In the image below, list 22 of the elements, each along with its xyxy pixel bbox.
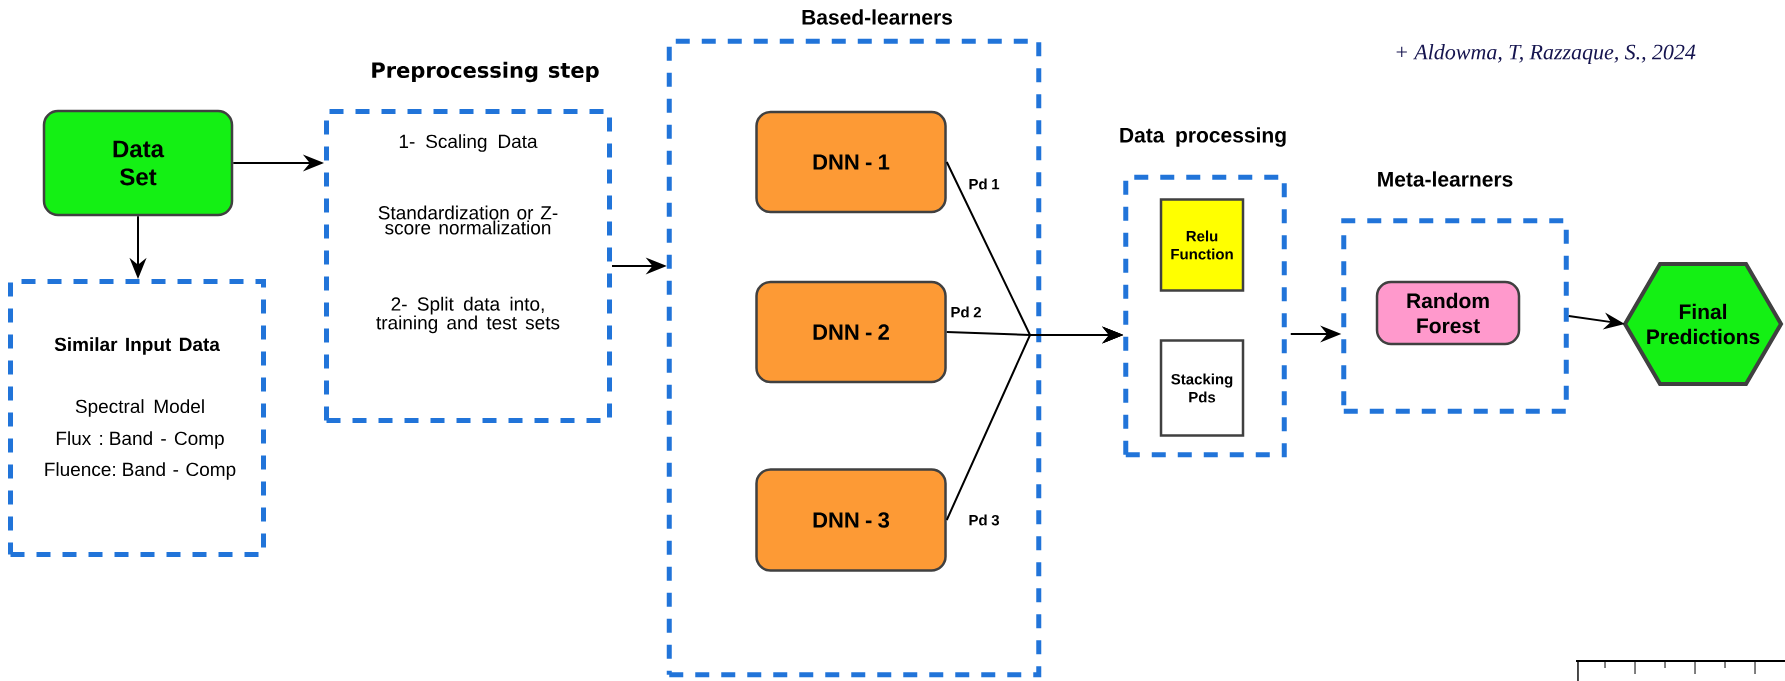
group-heading: Meta-learners xyxy=(1378,171,1513,187)
box-text: Standardization or Z-score normalization xyxy=(378,205,558,235)
box-text: 2- Split data into, training and test sets xyxy=(376,296,560,334)
group-heading: Based-learners xyxy=(802,9,952,25)
process-box: Data Set xyxy=(42,109,234,217)
box-text: 1- Scaling Data xyxy=(399,134,538,152)
box-heading: Similar Input Data xyxy=(54,337,220,355)
box-text: Fluence: Band - Comp xyxy=(45,462,236,480)
box-text: Flux : Band - Comp xyxy=(56,431,224,449)
edge-label: Pd 1 xyxy=(967,177,1001,191)
process-box: Relu Function xyxy=(1159,198,1245,292)
box-text: Spectral Model xyxy=(75,399,204,417)
process-box: DNN - 3 xyxy=(755,468,947,572)
citation-text: + Aldowma, T, Razzaque, S., 2024 xyxy=(1396,44,1696,64)
group-heading: Preprocessing step xyxy=(372,61,599,83)
process-box: Stacking Pds xyxy=(1159,339,1245,437)
group-heading: Data processing xyxy=(1120,127,1286,147)
edge-label: Pd 3 xyxy=(967,513,1001,527)
edge-label: Pd 2 xyxy=(949,305,983,319)
process-box: DNN - 2 xyxy=(755,280,947,384)
process-box: DNN - 1 xyxy=(755,110,947,214)
process-box: Random Forest xyxy=(1375,280,1521,346)
